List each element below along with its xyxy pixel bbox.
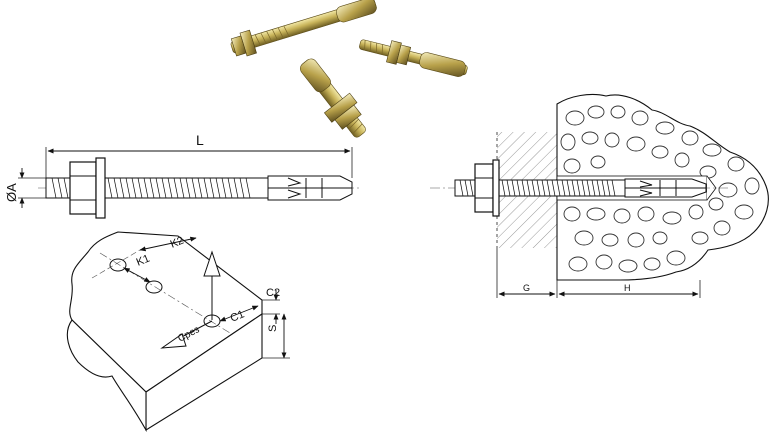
k1-label: K1 xyxy=(135,253,152,269)
c1-label: C1 xyxy=(229,308,247,324)
c2-label: C2 xyxy=(266,287,280,299)
edge-distance-view: K2 K1 Срез C1 C2 S xyxy=(66,231,290,433)
k2-label: K2 xyxy=(169,235,186,251)
installed-anchor-view: G H xyxy=(430,93,769,298)
anchor-bolts-photo xyxy=(230,0,468,138)
concrete-aggregate-icon xyxy=(560,105,760,273)
diameter-label: ØA xyxy=(4,183,19,202)
s-label: S xyxy=(267,325,279,332)
h-label: H xyxy=(624,283,631,293)
g-label: G xyxy=(523,283,530,293)
length-label: L xyxy=(196,132,204,148)
anchor-side-view: L ØA xyxy=(4,132,360,219)
